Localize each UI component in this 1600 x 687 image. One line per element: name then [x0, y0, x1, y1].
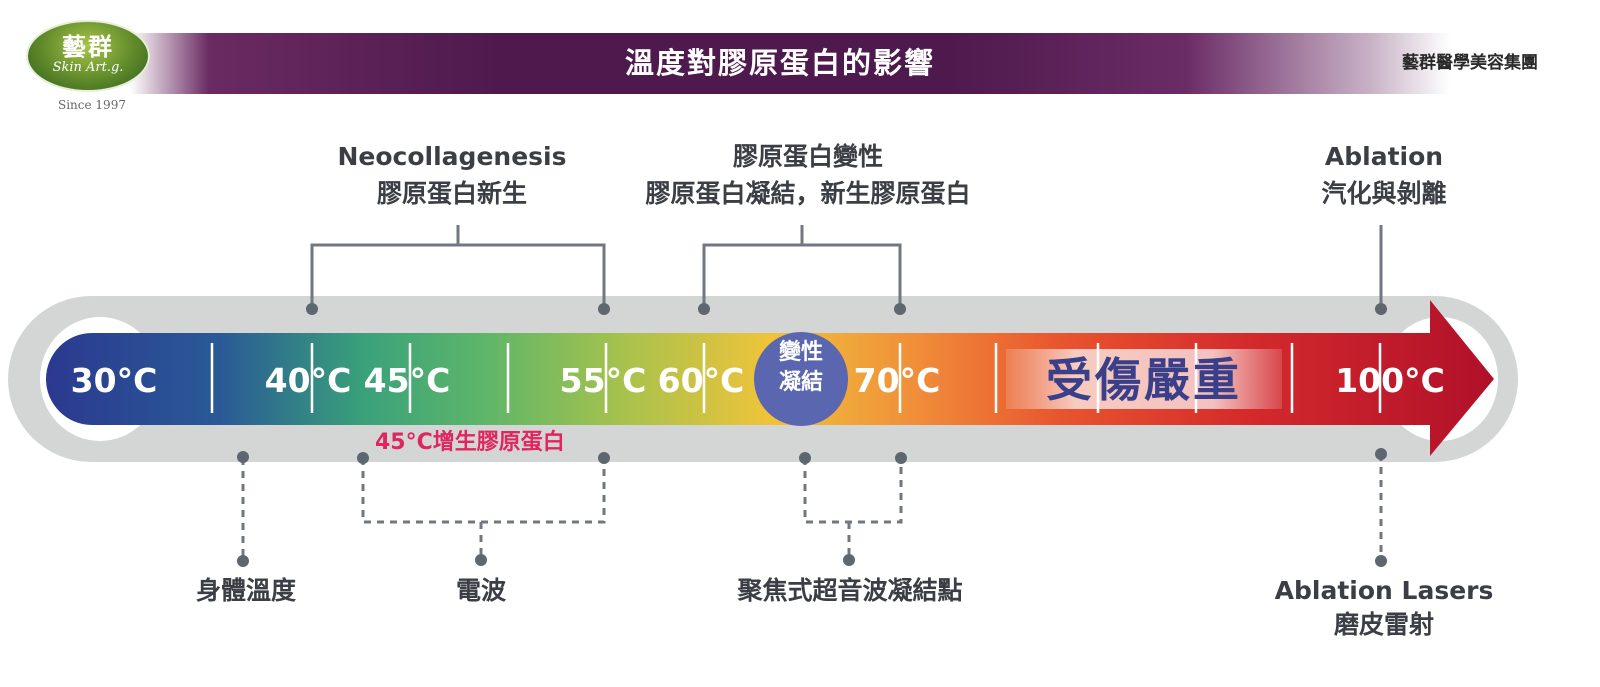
label-ablation-lasers: Ablation Lasers 磨皮雷射 [1275, 574, 1494, 642]
company-logo [28, 22, 148, 90]
denaturation-line-2: 膠原蛋白凝結，新生膠原蛋白 [645, 179, 971, 208]
temp-label-100: 100°C [1335, 361, 1445, 400]
severe-highlight [1006, 349, 1282, 409]
label-radio-wave: 電波 [455, 576, 507, 605]
ablation-lasers-cn: 磨皮雷射 [1333, 610, 1435, 639]
badge-line-1: 變性 [778, 340, 823, 365]
denaturation-line-1: 膠原蛋白變性 [732, 142, 884, 171]
coagulation-badge [754, 332, 848, 426]
label-neocollagenesis: Neocollagenesis 膠原蛋白新生 [338, 138, 567, 212]
bottom-connector-dots [237, 448, 1387, 567]
hifu-bracket [803, 458, 903, 524]
temp-label-55: 55°C [559, 361, 647, 400]
ablation-en: Ablation [1324, 142, 1444, 171]
radio-wave-bracket [361, 458, 606, 524]
neocollagenesis-cn: 膠原蛋白新生 [376, 179, 527, 208]
temp-label-60: 60°C [657, 361, 745, 400]
severe-damage-label: 受傷嚴重 [1046, 353, 1242, 407]
bottom-connectors [241, 454, 1383, 560]
coagulation-badge-text: 變性 凝結 [757, 338, 845, 398]
note-45-collagen: 45°C增生膠原蛋白 [375, 430, 565, 455]
label-denaturation: 膠原蛋白變性 膠原蛋白凝結，新生膠原蛋白 [645, 138, 970, 212]
label-body-temperature: 身體溫度 [195, 576, 297, 605]
temp-label-45: 45°C [363, 361, 451, 400]
temp-label-40: 40°C [264, 361, 352, 400]
company-name: 藝群醫學美容集團 [1402, 53, 1538, 73]
scale-ticks [210, 343, 1382, 413]
ablation-cn: 汽化與剝離 [1321, 179, 1447, 208]
top-connector-dots [306, 303, 1387, 315]
label-hifu: 聚焦式超音波凝結點 [737, 576, 963, 605]
ablation-lasers-en: Ablation Lasers [1274, 576, 1494, 605]
badge-line-2: 凝結 [778, 370, 823, 395]
neocollagenesis-en: Neocollagenesis [337, 142, 567, 171]
logo-en-text: Skin Art.g. [52, 60, 124, 75]
top-connectors [310, 225, 1383, 308]
logo-cn-text: 藝群 [62, 32, 114, 61]
temp-label-70: 70°C [853, 361, 941, 400]
temp-label-30: 30°C [70, 361, 158, 400]
header-banner [130, 33, 1450, 94]
logo-since-text: Since 1997 [58, 98, 126, 112]
page-title: 溫度對膠原蛋白的影響 [624, 46, 935, 80]
label-ablation: Ablation 汽化與剝離 [1321, 138, 1446, 212]
